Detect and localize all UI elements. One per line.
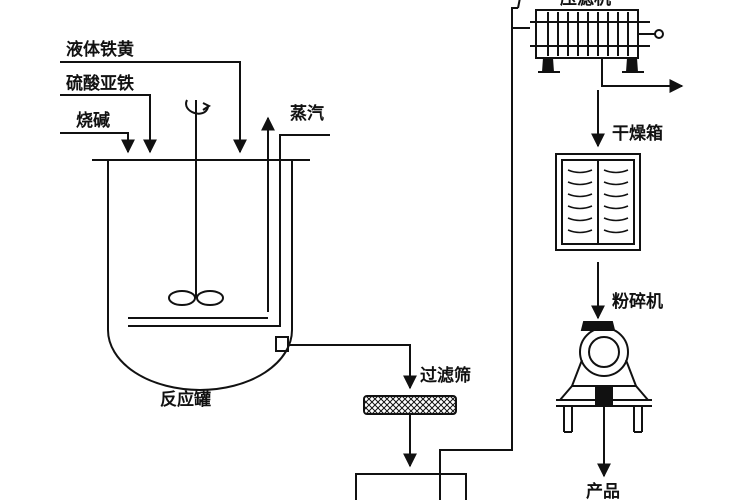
label-liquid-iron-yellow: 液体铁黄 (66, 40, 134, 60)
pump-line (439, 0, 530, 500)
steam-coil (128, 116, 330, 327)
receiving-tank (355, 473, 467, 500)
label-crusher: 粉碎机 (612, 292, 663, 312)
label-steam: 蒸汽 (290, 104, 324, 124)
label-caustic-soda: 烧碱 (76, 111, 110, 131)
reactor-outlet-pipe (275, 336, 417, 390)
label-ferrous-sulfate: 硫酸亚铁 (66, 74, 134, 94)
reactor-vessel (92, 159, 310, 391)
label-filter-press: 压滤机 (560, 0, 611, 8)
inlet-pipes (60, 61, 247, 154)
agitator (168, 99, 224, 306)
crusher (556, 321, 652, 478)
label-product: 产品 (586, 482, 620, 502)
dryer (555, 153, 641, 251)
filter-press (530, 9, 684, 93)
label-reactor: 反应罐 (160, 390, 211, 410)
label-dryer: 干燥箱 (612, 124, 663, 144)
filter-screen (363, 395, 457, 468)
label-filter-screen: 过滤筛 (420, 366, 471, 386)
